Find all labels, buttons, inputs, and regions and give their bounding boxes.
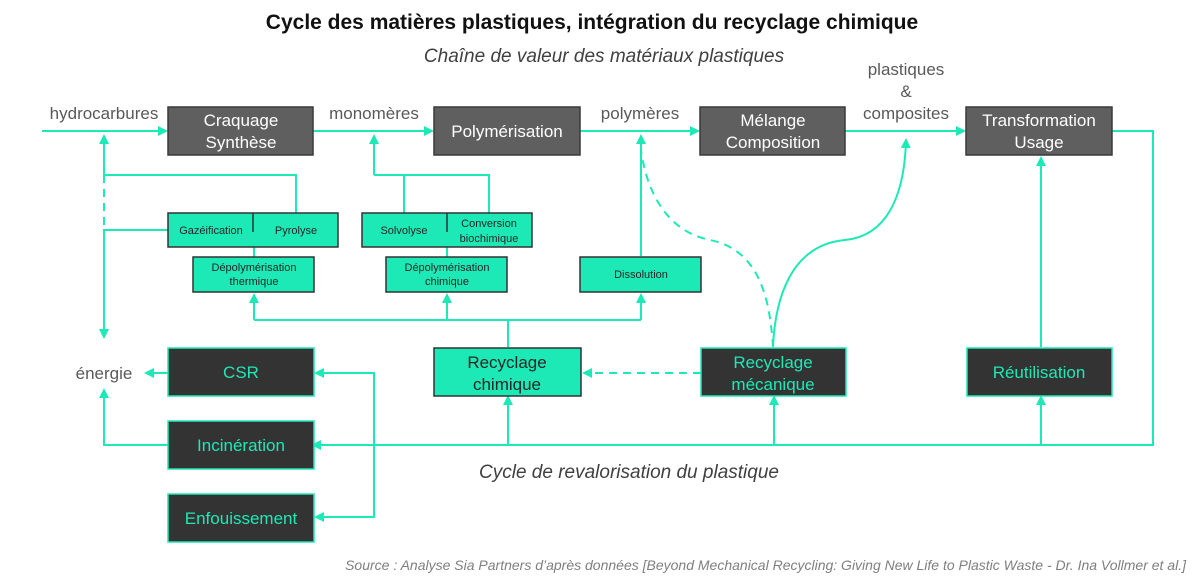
- recyclage-mecanique-line2: mécanique: [731, 375, 814, 394]
- dissolution-label: Dissolution: [614, 269, 668, 281]
- transformation-line1: Transformation: [982, 111, 1096, 130]
- value-chain-subtitle: Chaîne de valeur des matériaux plastique…: [424, 46, 785, 67]
- solvolyse-label: Solvolyse: [380, 225, 427, 237]
- label-hydrocarbures: hydrocarbures: [50, 104, 159, 123]
- enfouissement-label: Enfouissement: [185, 509, 298, 528]
- craquage-line1: Craquage: [204, 111, 279, 130]
- box-csr[interactable]: CSR: [167, 347, 315, 397]
- csr-label: CSR: [223, 363, 259, 382]
- mecanique-to-polymeres-dashed: [640, 149, 774, 348]
- box-gazeification-pyrolyse[interactable]: Gazéification Pyrolyse: [167, 212, 339, 248]
- recyclage-mecanique-line1: Recyclage: [733, 353, 812, 372]
- melange-line2: Composition: [726, 133, 821, 152]
- reutilisation-label: Réutilisation: [993, 363, 1086, 382]
- box-incineration[interactable]: Incinération: [167, 420, 315, 470]
- label-energie: énergie: [76, 364, 133, 383]
- gazeification-label: Gazéification: [179, 225, 243, 237]
- box-depoly-chimique[interactable]: Dépolymérisation chimique: [385, 256, 508, 293]
- mecanique-to-plastiques: [772, 138, 911, 348]
- label-monomeres: monomères: [329, 104, 419, 123]
- box-reutilisation[interactable]: Réutilisation: [966, 347, 1113, 397]
- recyclage-chimique-line1: Recyclage: [467, 353, 546, 372]
- box-recyclage-mecanique[interactable]: Recyclage mécanique: [700, 347, 847, 397]
- incineration-to-energie: [99, 388, 168, 446]
- gazeification-to-energie: [99, 229, 168, 339]
- melange-line1: Mélange: [740, 111, 805, 130]
- box-polymerisation[interactable]: Polymérisation: [433, 106, 581, 156]
- depoly-thermique-line1: Dépolymérisation: [212, 262, 297, 274]
- box-dissolution[interactable]: Dissolution: [579, 256, 702, 293]
- depoly-chimique-line1: Dépolymérisation: [405, 262, 490, 274]
- conversion-line2: biochimique: [460, 233, 519, 245]
- label-plastiques-line3: composites: [863, 104, 949, 123]
- incineration-label: Incinération: [197, 436, 285, 455]
- arrow-to-enfouissement: [314, 445, 375, 522]
- label-polymeres: polymères: [601, 104, 679, 123]
- depoly-thermique-line2: thermique: [230, 276, 279, 288]
- polymerisation-label: Polymérisation: [451, 122, 563, 141]
- loop-to-incineration: [311, 130, 1154, 450]
- depoly-chimique-line2: chimique: [425, 276, 469, 288]
- label-plastiques-line2: &: [900, 82, 912, 101]
- source-note: Source : Analyse Sia Partners d’après do…: [345, 557, 1187, 573]
- box-transformation-usage[interactable]: Transformation Usage: [965, 106, 1113, 156]
- box-solvolyse-conversion[interactable]: Solvolyse Conversion biochimique: [361, 212, 533, 248]
- conversion-line1: Conversion: [461, 218, 517, 230]
- craquage-line2: Synthèse: [206, 133, 277, 152]
- recyclage-chimique-line2: chimique: [473, 375, 541, 394]
- solvolyse-conversion-bracket: [403, 174, 490, 213]
- label-plastiques-line1: plastiques: [868, 60, 945, 79]
- box-enfouissement[interactable]: Enfouissement: [167, 493, 315, 543]
- connectors: [42, 126, 1154, 522]
- arrow-to-csr: [314, 368, 375, 445]
- transformation-line2: Usage: [1014, 133, 1063, 152]
- box-melange-composition[interactable]: Mélange Composition: [699, 106, 846, 156]
- box-craquage-synthese[interactable]: Craquage Synthèse: [167, 106, 314, 156]
- pyrolyse-label: Pyrolyse: [275, 225, 317, 237]
- diagram-title: Cycle des matières plastiques, intégrati…: [266, 11, 918, 34]
- revalorisation-subtitle: Cycle de revalorisation du plastique: [479, 462, 779, 483]
- pyrolyse-to-hydrocarbures: [104, 174, 297, 213]
- box-depoly-thermique[interactable]: Dépolymérisation thermique: [192, 256, 315, 293]
- box-recyclage-chimique[interactable]: Recyclage chimique: [433, 347, 582, 397]
